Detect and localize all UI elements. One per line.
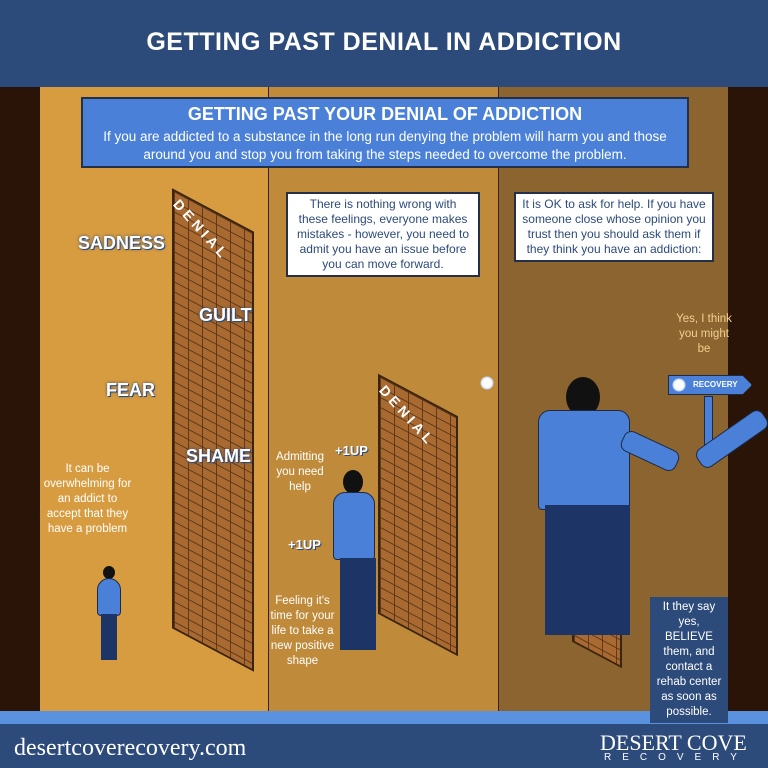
- recovery-sign: RECOVERY: [668, 375, 752, 395]
- person-large: [538, 410, 630, 510]
- intro-text: If you are addicted to a substance in th…: [103, 129, 667, 162]
- note-feeling: Feeling it's time for your life to take …: [270, 595, 335, 667]
- note-overwhelming: It can be overwhelming for an addict to …: [43, 463, 132, 535]
- plus-one-up-badge: +1UP: [288, 537, 321, 552]
- intro-box: GETTING PAST YOUR DENIAL OF ADDICTION If…: [81, 97, 689, 168]
- page-title: GETTING PAST DENIAL IN ADDICTION: [146, 28, 622, 56]
- logo-subtitle: RECOVERY: [604, 752, 748, 763]
- person-medium-legs: [340, 558, 376, 650]
- logo: DESERT COVE: [600, 730, 747, 755]
- emotion-label: SADNESS: [78, 233, 166, 253]
- person-small-legs: [101, 614, 117, 660]
- speech-bubble: There is nothing wrong with these feelin…: [286, 192, 480, 277]
- sun-icon: [672, 378, 686, 392]
- footer: [0, 711, 768, 768]
- emotion-label: FEAR: [106, 380, 155, 400]
- person-small: [97, 578, 121, 616]
- note-believe: It they say yes, BELIEVE them, and conta…: [650, 597, 728, 723]
- header-banner: [0, 0, 768, 87]
- denial-wall-large: [172, 188, 254, 672]
- plus-one-up-badge: +1UP: [335, 443, 368, 458]
- emotion-label: GUILT: [199, 305, 252, 325]
- intro-title: GETTING PAST YOUR DENIAL OF ADDICTION: [187, 104, 583, 124]
- person-small-head: [103, 566, 115, 579]
- person-large-legs: [545, 505, 630, 635]
- emotion-label: SHAME: [186, 446, 252, 466]
- person-medium: [333, 492, 375, 560]
- person-head: [343, 470, 363, 494]
- sun-icon: [480, 376, 494, 390]
- speech-bubble: It is OK to ask for help. If you have so…: [514, 192, 714, 262]
- note-admitting: Admitting you need help: [276, 451, 324, 493]
- reply-text: Yes, I think you might be: [676, 313, 732, 355]
- website-link[interactable]: desertcoverecovery.com: [14, 735, 247, 761]
